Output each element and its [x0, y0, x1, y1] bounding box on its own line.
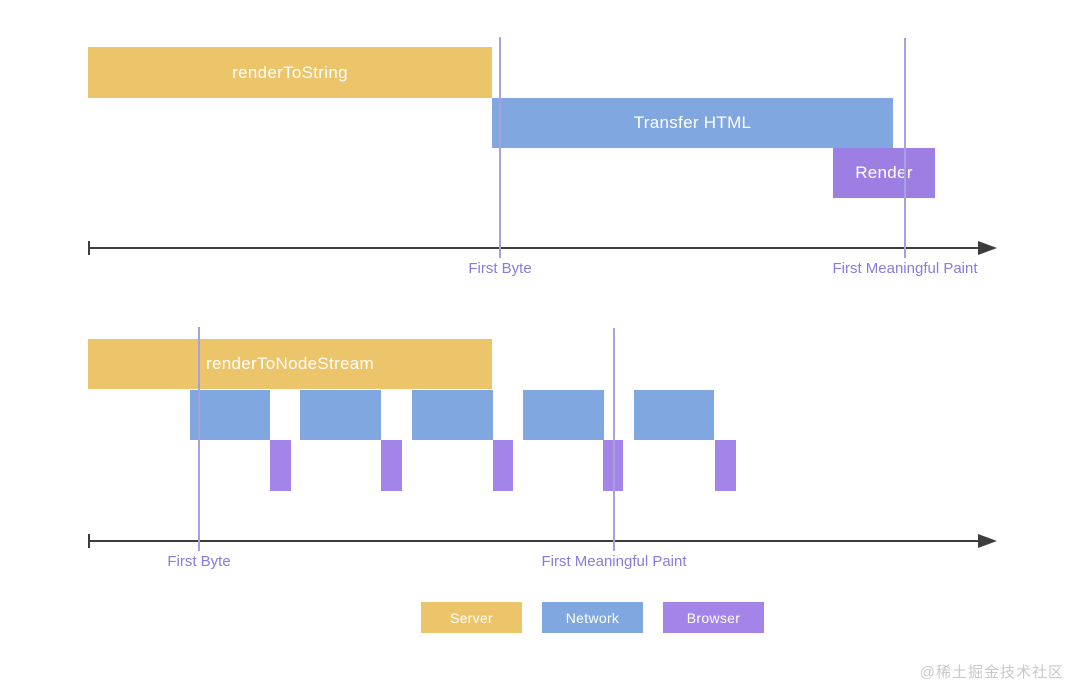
timeline-marker-line: [499, 37, 501, 258]
timeline-marker-line: [613, 328, 615, 551]
axis-arrow-icon: [978, 534, 997, 548]
network-bar: Transfer HTML: [492, 98, 893, 148]
timeline-axis: [88, 540, 979, 542]
timeline-marker-line: [198, 327, 200, 551]
network-chunk-bar: [190, 390, 270, 440]
legend: Server Network Browser: [421, 602, 764, 633]
timeline-marker-label: First Byte: [468, 260, 532, 277]
browser-chunk-bar: [715, 440, 736, 491]
timeline-marker-label: First Meaningful Paint: [541, 553, 687, 570]
legend-server: Server: [421, 602, 522, 633]
legend-browser: Browser: [663, 602, 764, 633]
server-bar: renderToNodeStream: [88, 339, 492, 389]
axis-endcap: [88, 241, 90, 255]
axis-endcap: [88, 534, 90, 548]
timeline-marker-label: First Byte: [167, 553, 231, 570]
network-chunk-bar: [523, 390, 604, 440]
watermark: @稀土掘金技术社区: [919, 664, 1064, 681]
axis-arrow-icon: [978, 241, 997, 255]
network-chunk-bar: [634, 390, 714, 440]
timeline-axis: [88, 247, 979, 249]
server-bar: renderToString: [88, 47, 492, 98]
browser-chunk-bar: [493, 440, 513, 491]
network-chunk-bar: [412, 390, 493, 440]
legend-network: Network: [542, 602, 643, 633]
browser-bar: Render: [833, 148, 935, 198]
network-chunk-bar: [300, 390, 381, 440]
timeline-marker-label: First Meaningful Paint: [832, 260, 978, 277]
browser-chunk-bar: [270, 440, 291, 491]
timeline-marker-line: [904, 38, 906, 258]
browser-chunk-bar: [381, 440, 402, 491]
